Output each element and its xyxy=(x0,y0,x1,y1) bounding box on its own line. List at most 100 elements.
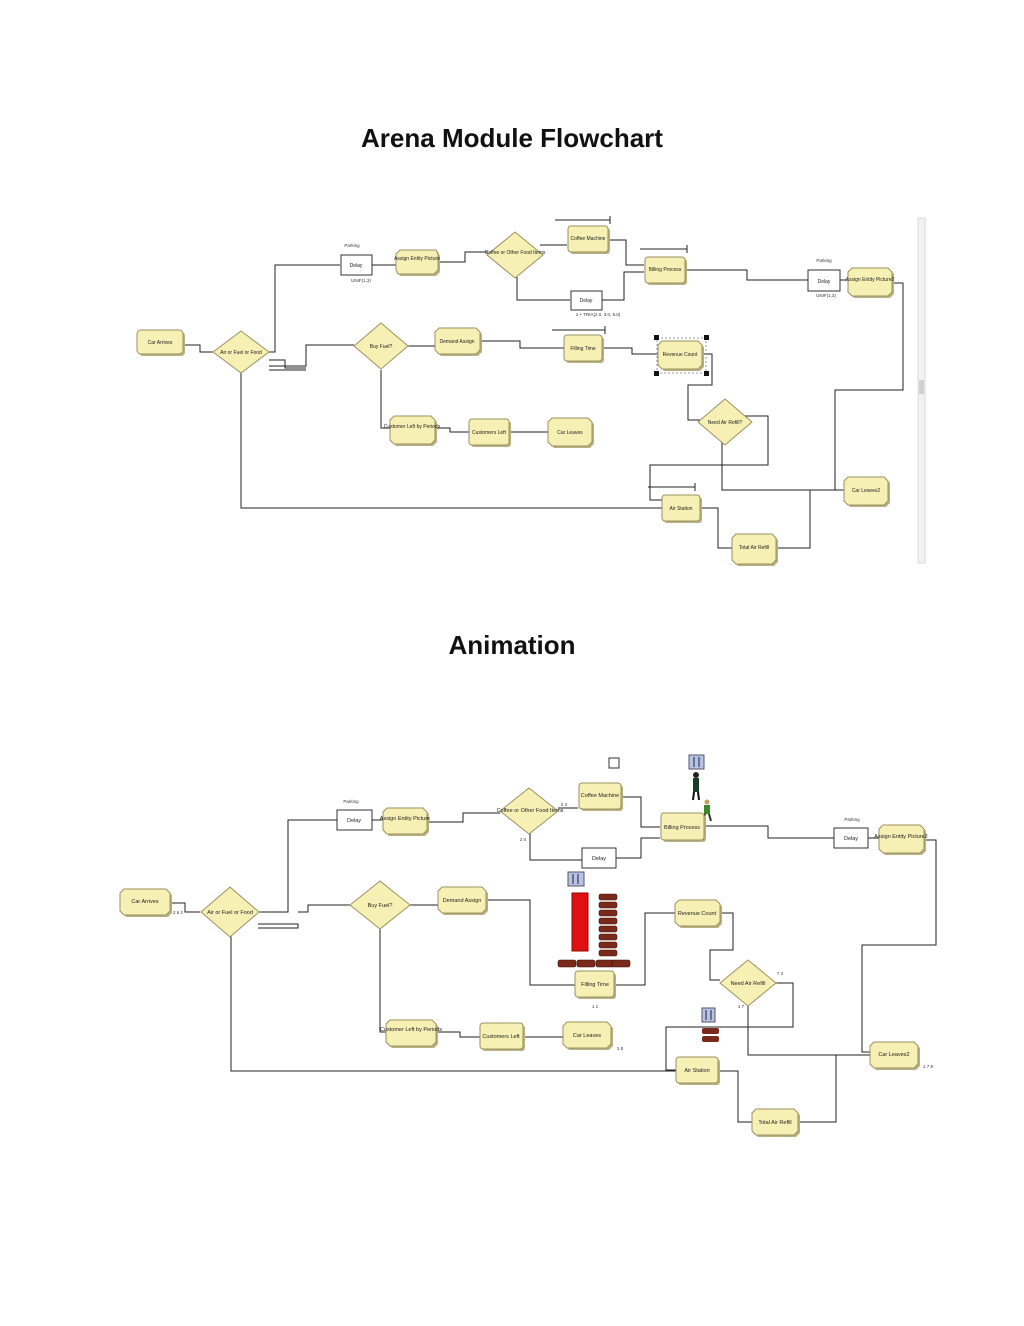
svg-text:Delay: Delay xyxy=(844,836,858,842)
svg-text:Need Air Refill?: Need Air Refill? xyxy=(708,420,743,426)
anim-demand-assign-module[interactable]: Demand Assign xyxy=(437,886,488,915)
svg-text:Car Arrives: Car Arrives xyxy=(131,899,158,905)
svg-text:Delay: Delay xyxy=(592,856,606,862)
flowchart-title: Arena Module Flowchart xyxy=(361,123,663,153)
anim-air-fuel-food-decide[interactable]: Air or Fuel or Food xyxy=(200,886,260,938)
anim-coffee-machine-module[interactable]: Coffee Machine xyxy=(578,782,623,811)
svg-text:Revenue Count: Revenue Count xyxy=(663,352,698,358)
svg-text:Billing Process: Billing Process xyxy=(649,267,682,273)
person-icon xyxy=(688,754,705,801)
svg-text:Demand Assign: Demand Assign xyxy=(439,339,474,345)
svg-text:Air Station: Air Station xyxy=(684,1068,709,1074)
customers-left-module[interactable]: Customers Left xyxy=(468,418,511,447)
anim-car-leaves2-module[interactable]: Car Leaves2 xyxy=(869,1041,920,1070)
svg-text:Revenue Count: Revenue Count xyxy=(678,911,717,917)
svg-text:Delay: Delay xyxy=(347,818,361,824)
connector-lines xyxy=(185,239,904,549)
demand-assign-module[interactable]: Demand Assign xyxy=(434,327,482,356)
car-arrives-module[interactable]: Car Arrives xyxy=(136,329,185,356)
unif-label: UNIF(1,3) xyxy=(351,278,371,283)
anim-customers-left-module[interactable]: Customers Left xyxy=(479,1022,525,1051)
car-leaves2-count: 1 7 8 xyxy=(923,1064,934,1069)
car-leaves-count: 1 8 xyxy=(617,1046,624,1051)
anim-parking-delay-module-2[interactable]: Delay xyxy=(833,827,869,849)
svg-text:Customers Left: Customers Left xyxy=(472,430,507,436)
coffee-decide-count: 2 4 xyxy=(561,802,568,807)
svg-text:Filling Time: Filling Time xyxy=(581,982,609,988)
svg-text:Assign Entity Picture2: Assign Entity Picture2 xyxy=(846,277,895,283)
parking-label: Parking xyxy=(344,243,360,248)
svg-text:Demand Assign: Demand Assign xyxy=(443,898,482,904)
svg-text:Customer Left by Periods: Customer Left by Periods xyxy=(384,424,441,430)
svg-text:Car Leaves2: Car Leaves2 xyxy=(878,1052,909,1058)
triangle-label: 1 + TRIA(2.0, 3.0, 5.0) xyxy=(576,312,621,317)
coffee-or-other-decide[interactable]: Coffee or Other Food Items xyxy=(485,231,546,279)
animation-title: Animation xyxy=(448,630,576,660)
empty-queue-square xyxy=(608,757,620,769)
svg-text:Customers Left: Customers Left xyxy=(482,1034,520,1040)
anim-revenue-count-module[interactable]: Revenue Count xyxy=(674,899,722,928)
scrollbar-thumb[interactable] xyxy=(919,380,924,394)
svg-text:Car Leaves: Car Leaves xyxy=(557,430,583,436)
anim-delay-module-2[interactable]: Delay xyxy=(581,847,617,869)
animation-connector-lines xyxy=(171,796,937,1123)
revenue-count-module[interactable]: Revenue Count xyxy=(654,335,709,376)
arrives-count: 2 6 1 xyxy=(173,910,184,915)
anim-assign-entity-picture2-module[interactable]: Assign Entity Picture2 xyxy=(874,824,928,855)
svg-text:Car Arrives: Car Arrives xyxy=(148,340,173,346)
parking-label-2: Parking xyxy=(816,258,832,263)
svg-text:Coffee Machine: Coffee Machine xyxy=(571,236,606,242)
buy-fuel-decide[interactable]: Buy Fuel? xyxy=(353,322,409,370)
fuel-pump-resource-bar xyxy=(571,892,589,952)
anim-buy-fuel-decide[interactable]: Buy Fuel? xyxy=(349,880,411,930)
parking-delay-module-2[interactable]: Delay xyxy=(807,269,841,292)
svg-text:Buy Fuel?: Buy Fuel? xyxy=(368,903,393,909)
coffee-machine-module[interactable]: Coffee Machine xyxy=(567,225,610,254)
svg-text:Need Air Refill: Need Air Refill xyxy=(731,981,766,987)
car-leaves-module[interactable]: Car Leaves xyxy=(547,417,594,448)
svg-text:Coffee or Other Food Items: Coffee or Other Food Items xyxy=(485,250,546,256)
anim-air-station-module[interactable]: Air Station xyxy=(675,1056,720,1085)
need-air-count: 7 3 xyxy=(777,971,784,976)
delay-module-2[interactable]: Delay xyxy=(570,290,603,311)
anim-car-arrives-module[interactable]: Car Arrives xyxy=(119,888,172,917)
anim-coffee-or-other-decide[interactable]: Coffee or Other Food Items xyxy=(497,787,564,835)
need-air-refill-decide[interactable]: Need Air Refill? xyxy=(697,398,753,446)
anim-filling-time-module[interactable]: Filling Time xyxy=(574,970,616,999)
anim-parking-delay-module[interactable]: Delay xyxy=(336,809,373,831)
queue-markers xyxy=(552,216,696,491)
svg-text:Filling Time: Filling Time xyxy=(570,346,596,352)
svg-text:Assign Entity Picture: Assign Entity Picture xyxy=(380,816,430,822)
customer-left-by-periods-module[interactable]: Customer Left by Periods xyxy=(384,415,441,446)
anim-need-air-refill-decide[interactable]: Need Air Refill xyxy=(719,959,777,1007)
need-air-count-2: 1 7 xyxy=(738,1004,745,1009)
anim-car-leaves-module[interactable]: Car Leaves xyxy=(562,1021,613,1050)
svg-text:Car Leaves2: Car Leaves2 xyxy=(852,488,881,494)
anim-assign-entity-picture-module[interactable]: Assign Entity Picture xyxy=(380,807,430,836)
svg-text:Air or Fuel or Food: Air or Fuel or Food xyxy=(207,910,253,916)
coffee-decide-count-2: 2 0 xyxy=(520,837,527,842)
assign-entity-picture2-module[interactable]: Assign Entity Picture2 xyxy=(846,267,895,298)
svg-text:Customer Left by Periods: Customer Left by Periods xyxy=(380,1027,442,1033)
assign-entity-picture-module[interactable]: Assign Entity Picture xyxy=(394,249,440,276)
svg-text:Coffee Machine: Coffee Machine xyxy=(581,793,619,799)
svg-text:Air Station: Air Station xyxy=(669,506,692,512)
air-station-resource-icon xyxy=(701,1007,719,1042)
anim-customer-left-by-periods-module[interactable]: Customer Left by Periods xyxy=(380,1019,442,1048)
svg-text:Billing Process: Billing Process xyxy=(664,825,700,831)
air-station-module[interactable]: Air Station xyxy=(661,494,702,523)
total-air-refill-module[interactable]: Total Air Refill xyxy=(731,533,778,566)
anim-parking-label: Parking xyxy=(343,799,359,804)
svg-text:Air or Fuel or Food: Air or Fuel or Food xyxy=(220,350,262,356)
anim-total-air-refill-module[interactable]: Total Air Refill xyxy=(751,1108,800,1137)
air-fuel-food-decide[interactable]: Air or Fuel or Food xyxy=(212,330,270,374)
svg-text:Total Air Refill: Total Air Refill xyxy=(739,545,769,551)
anim-billing-process-module[interactable]: Billing Process xyxy=(660,812,706,842)
parking-delay-module[interactable]: Delay xyxy=(340,254,373,276)
car-leaves2-module[interactable]: Car Leaves2 xyxy=(843,476,890,507)
svg-text:Assign Entity Picture2: Assign Entity Picture2 xyxy=(874,834,928,840)
billing-process-module[interactable]: Billing Process xyxy=(644,256,687,285)
filling-time-module[interactable]: Filling Time xyxy=(563,334,604,363)
